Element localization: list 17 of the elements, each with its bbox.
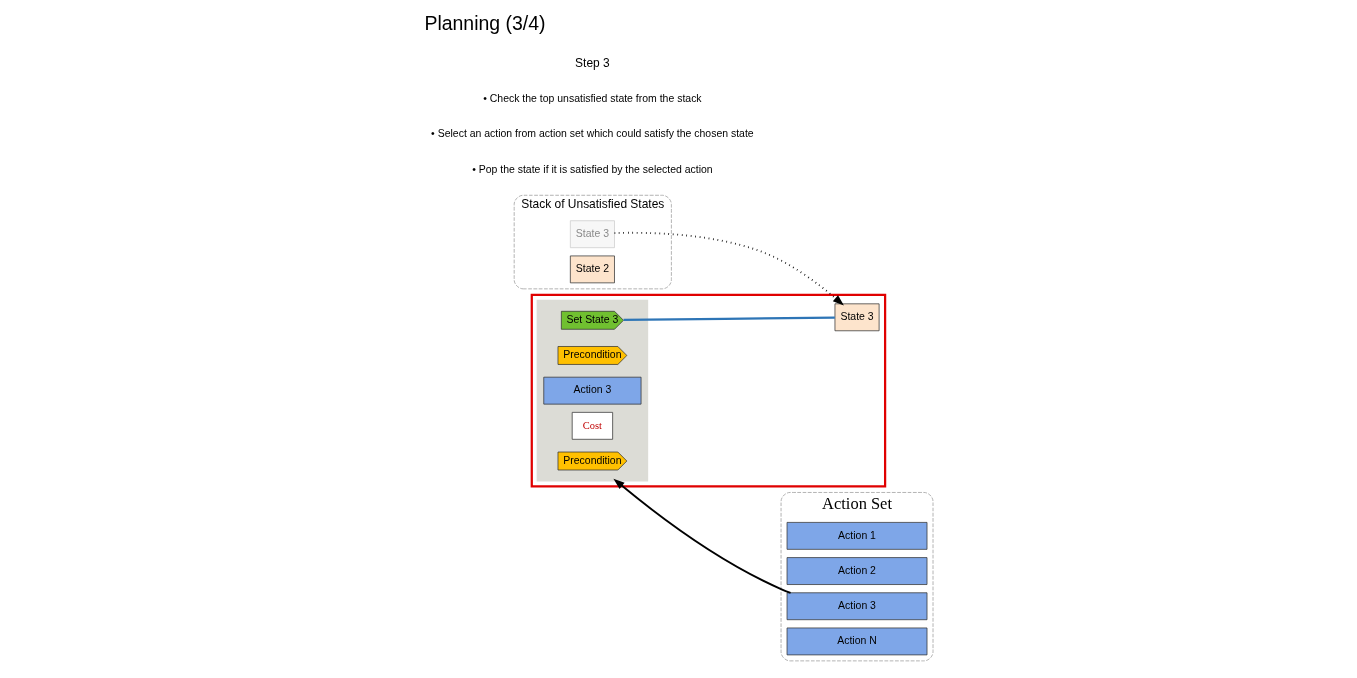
label: Step 3: [575, 56, 610, 71]
node-box: Cost: [571, 412, 613, 440]
label: • Select an action from action set which could satisfy the chosen state: [431, 128, 754, 140]
node-box: Action 3: [786, 592, 928, 621]
arrow: [613, 478, 792, 594]
node-box: Action 2: [786, 557, 928, 585]
label: • Pop the state if it is satisfied by the selected action: [472, 163, 713, 175]
node-box: State 3: [834, 303, 880, 332]
node-box: Action N: [786, 627, 928, 656]
label: • Check the top unsatisfied state from the stack: [483, 93, 702, 105]
diagram-title: Planning (3/4): [424, 11, 546, 34]
node-box: Action 3: [543, 376, 642, 405]
cluster: [536, 299, 649, 482]
node-box: State 2: [569, 255, 615, 284]
connector: [623, 316, 835, 322]
node-box: Action 1: [786, 522, 928, 550]
node-box: State 3: [569, 220, 615, 249]
